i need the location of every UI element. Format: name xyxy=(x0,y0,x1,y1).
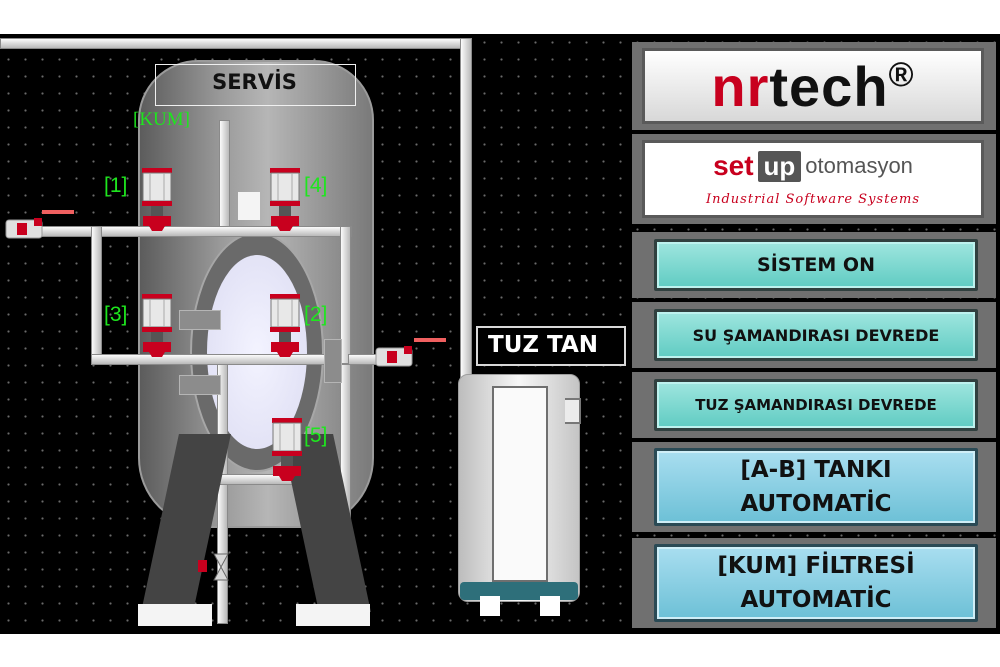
brine-tank-foot xyxy=(540,596,560,616)
kum-filter-button-line1: [KUM] FİLTRESİ xyxy=(717,553,915,579)
valve-1-icon[interactable] xyxy=(140,168,174,232)
top-pipe xyxy=(0,38,472,49)
sistem-on-button[interactable]: SİSTEM ON xyxy=(654,239,978,291)
tank-title-box xyxy=(155,64,356,106)
setup-logo-up: up xyxy=(757,150,802,182)
valve-3-label: [3] xyxy=(104,303,128,326)
setup-logo-set: set xyxy=(713,150,754,181)
su-float-button[interactable]: SU ŞAMANDIRASI DEVREDE xyxy=(654,309,978,361)
setup-logo-text: set up otomasyon xyxy=(652,150,974,182)
right-vertical-pipe xyxy=(460,38,472,393)
fitting-block xyxy=(324,339,342,383)
fitting-block xyxy=(238,192,260,220)
nrtech-logo xyxy=(642,48,984,124)
valve-2-label: [2] xyxy=(304,303,328,326)
nrtech-logo-reg: ® xyxy=(888,56,915,94)
setup-logo xyxy=(642,140,984,218)
drain-valve-icon[interactable] xyxy=(198,550,234,584)
hmi-screen: SERVİS [KUM] xyxy=(0,34,1000,634)
right-loop-pipe xyxy=(340,226,351,364)
kum-pipe xyxy=(219,120,230,232)
nrtech-logo-tech: tech xyxy=(769,54,889,118)
drain-pipe xyxy=(217,364,228,624)
valve-5-label: [5] xyxy=(304,424,328,447)
ab-tank-button-line1: [A-B] TANKI xyxy=(740,457,892,483)
valve-4-label: [4] xyxy=(304,174,328,197)
fitting-block xyxy=(179,375,221,395)
brine-tank-foot xyxy=(480,596,500,616)
ab-tank-button[interactable]: [A-B] TANKI AUTOMATİC xyxy=(654,448,978,526)
tank-foot-right xyxy=(296,604,370,626)
brine-tank-title: TUZ TAN xyxy=(488,332,599,358)
ab-tank-button-line2: AUTOMATİC xyxy=(740,491,892,517)
valve-2-icon[interactable] xyxy=(268,294,302,358)
valve-1-label: [1] xyxy=(104,174,128,197)
valve-3-icon[interactable] xyxy=(140,294,174,358)
fitting-block xyxy=(179,310,221,330)
valve-4-icon[interactable] xyxy=(268,168,302,232)
brine-tank-handle xyxy=(565,398,581,424)
tank-foot-left xyxy=(138,604,212,626)
upper-header-pipe xyxy=(40,226,352,237)
kum-filter-button-line2: AUTOMATİC xyxy=(740,587,892,613)
tuz-float-button[interactable]: TUZ ŞAMANDIRASI DEVREDE xyxy=(654,379,978,431)
brine-tank-label-box xyxy=(476,326,626,366)
brine-tank-window xyxy=(492,386,548,582)
tank-title: SERVİS xyxy=(212,70,297,94)
nrtech-logo-nr: nr xyxy=(711,54,770,118)
outlet-hand-valve-icon[interactable] xyxy=(372,336,448,370)
inlet-hand-valve-icon[interactable] xyxy=(2,208,76,242)
setup-tagline: Industrial Software Systems xyxy=(705,192,921,207)
brine-tank-base xyxy=(460,582,578,600)
kum-label: [KUM] xyxy=(133,109,190,130)
valve-5-icon[interactable] xyxy=(270,418,304,482)
left-loop-pipe xyxy=(91,226,102,364)
setup-logo-otomasyon: otomasyon xyxy=(805,153,913,178)
kum-filter-button[interactable]: [KUM] FİLTRESİ AUTOMATİC xyxy=(654,544,978,622)
